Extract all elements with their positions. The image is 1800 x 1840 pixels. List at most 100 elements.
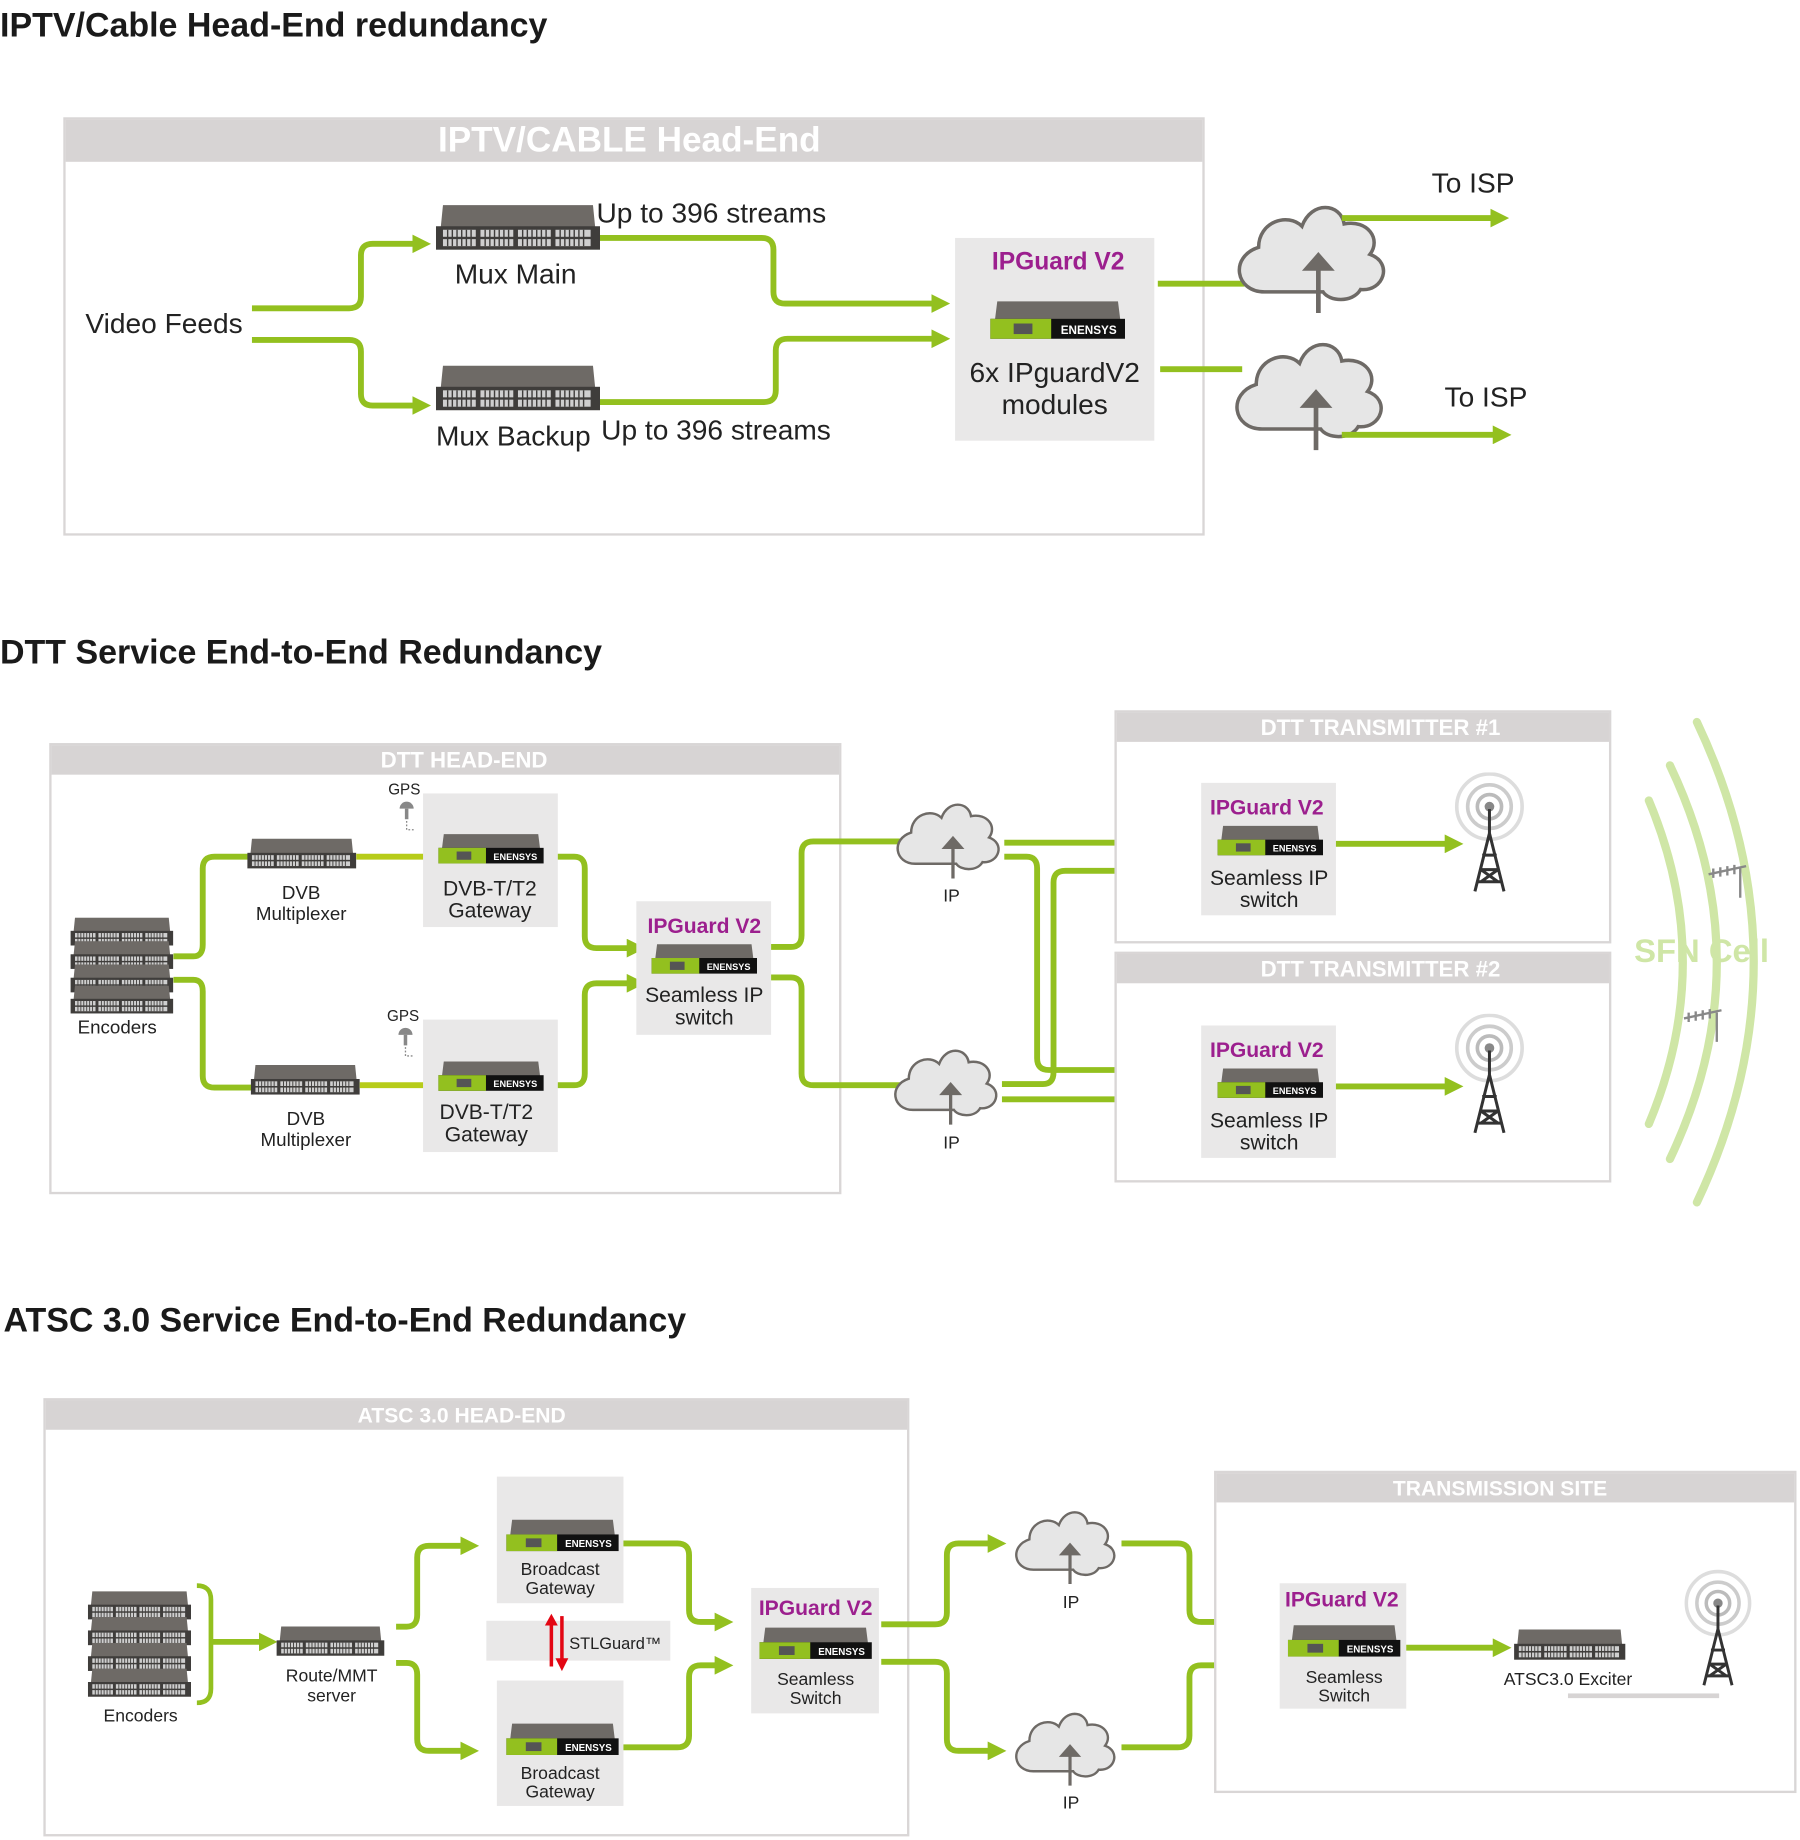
ipguard-modules-line2: modules (1002, 389, 1108, 420)
dtt-ipguard-label-line2: switch (675, 1006, 734, 1029)
ipguard-panel (955, 237, 1155, 441)
tx2-ipguard-label-line1: Seamless IP (1210, 1109, 1328, 1132)
dtt-ipguard-label-line1: Seamless IP (645, 984, 763, 1007)
section-title-dtt: DTT Service End-to-End Redundancy (0, 633, 602, 671)
atsc-headend-header-text: ATSC 3.0 HEAD-END (358, 1405, 566, 1428)
flow-ipguard-to-cloud-2 (881, 1658, 1007, 1761)
dtt-transmitter-1-header (1116, 712, 1609, 742)
cloud-icon (896, 803, 1000, 880)
site-ipguard-title: IPGuard V2 (1285, 1589, 1399, 1612)
iptv-headend-header (65, 119, 1203, 162)
sfn-cell-label: SFN Cell (1634, 932, 1769, 969)
broadcast-gateway-2-label-line2: Gateway (526, 1782, 596, 1802)
site-ipguard-label-line1: Seamless (1306, 1667, 1383, 1687)
tx2-ipguard-label-line2: switch (1240, 1132, 1299, 1155)
ipguard-device-icon (990, 301, 1125, 339)
route-mmt-label-line1: Route/MMT (286, 1666, 378, 1686)
flow-gateway-1-to-ipguard (557, 853, 646, 958)
dtt-transmitter-1-box (1114, 710, 1612, 944)
sfn-cell-waves (1644, 717, 1758, 1207)
flow-gateway-2-to-ipguard (623, 1655, 734, 1751)
flow-cloud-2-to-site (1121, 1655, 1279, 1751)
dvb-mux-2-icon (250, 1064, 360, 1096)
atsc-headend-header (45, 1400, 908, 1430)
encoders-stack-icon (87, 1590, 192, 1698)
broadcast-gateway-2-device-icon (506, 1723, 619, 1755)
mux-main-device-icon (435, 204, 600, 251)
section-title-atsc: ATSC 3.0 Service End-to-End Redundancy (4, 1301, 687, 1339)
atsc-ipguard-title: IPGuard V2 (759, 1597, 873, 1620)
flow-ipguard-to-cloud-2 (771, 974, 900, 1089)
dtt-transmitter-2-box (1114, 951, 1612, 1183)
flow-gateway-1-to-ipguard (623, 1540, 734, 1632)
flow-encoders-to-mux-1 (173, 853, 249, 960)
site-ipguard-label-line2: Switch (1318, 1686, 1370, 1706)
gps-label-1: GPS (388, 782, 420, 799)
cloud-icon (1015, 1511, 1116, 1586)
flow-ipguard-to-cloud-1 (771, 838, 903, 950)
encoders-stack-icon (70, 917, 174, 1014)
dvb-gateway-1-device-icon (438, 834, 544, 864)
tx1-ipguard-label-line2: switch (1240, 889, 1299, 912)
dtt-ipguard-device-icon (651, 944, 758, 974)
flow-gateway-2-to-ipguard (557, 973, 646, 1089)
atsc-ip-label-1: IP (1063, 1592, 1080, 1612)
dvb-mux-1-label-line2: Multiplexer (256, 903, 347, 924)
dtt-transmitter-1-header-text: DTT TRANSMITTER #1 (1261, 715, 1501, 740)
broadcast-gateway-2-label-line1: Broadcast (521, 1763, 600, 1783)
dtt-ipguard-title: IPGuard V2 (647, 915, 761, 938)
encoders-label: Encoders (78, 1017, 157, 1038)
receiving-antenna-icon (1683, 864, 1747, 1042)
broadcast-gateway-1-label-line2: Gateway (526, 1578, 596, 1598)
dvb-gateway-2-label-line1: DVB-T/T2 (439, 1101, 533, 1124)
video-feeds-label: Video Feeds (85, 308, 242, 339)
dvb-mux-2-label-line1: DVB (287, 1108, 326, 1129)
flow-cloud-2-to-tx1 (1001, 861, 1193, 1087)
tx2-ipguard-device-icon (1217, 1068, 1324, 1098)
dvb-mux-2-label-line2: Multiplexer (261, 1129, 352, 1150)
stlguard-panel (486, 1620, 671, 1661)
flow-cloud-1-to-site (1121, 1540, 1279, 1632)
dvb-gateway-1-label-line1: DVB-T/T2 (443, 877, 537, 900)
dtt-transmitter-2-header-text: DTT TRANSMITTER #2 (1261, 956, 1501, 981)
tx1-ipguard-title: IPGuard V2 (1210, 797, 1324, 820)
route-mmt-server-icon (276, 1625, 385, 1657)
atsc-exciter-label: ATSC3.0 Exciter (1504, 1669, 1633, 1689)
route-mmt-label-line2: server (307, 1686, 356, 1706)
exciter-to-tower-link (1567, 1693, 1720, 1699)
cloud-icon (894, 1049, 998, 1126)
flow-ipguard-to-cloud-1 (881, 1534, 1007, 1628)
mux-backup-label: Mux Backup (436, 420, 591, 451)
mux-backup-device-icon (435, 364, 600, 411)
atsc-ipguard-label-line1: Seamless (777, 1669, 854, 1689)
site-ipguard-device-icon (1287, 1625, 1401, 1657)
streams-main-label: Up to 396 streams (596, 198, 826, 229)
streams-backup-label: Up to 396 streams (601, 415, 831, 446)
flow-route-to-gateway-2 (396, 1660, 480, 1761)
transmission-site-header (1216, 1473, 1795, 1503)
atsc-ipguard-device-icon (759, 1627, 872, 1659)
cloud-icon (1015, 1712, 1116, 1787)
dtt-headend-header (51, 745, 840, 775)
dvb-mux-1-label-line1: DVB (282, 882, 321, 903)
flow-mux-main-to-ipguard (600, 235, 951, 313)
ipguard-modules-line1: 6x IPguardV2 (970, 357, 1140, 388)
cloud-icon (1237, 205, 1386, 315)
to-isp-label-2: To ISP (1445, 382, 1528, 413)
flow-encoders-to-mux-2 (173, 976, 252, 1091)
mux-main-label: Mux Main (455, 259, 577, 290)
flow-mux-backup-to-ipguard (600, 329, 951, 405)
gps-label-2: GPS (387, 1008, 419, 1025)
dvb-gateway-1-label-line2: Gateway (448, 900, 532, 923)
flow-route-to-gateway-1 (396, 1536, 480, 1630)
stlguard-label: STLGuard™ (569, 1635, 661, 1653)
flow-feeds-to-mux-main (251, 234, 432, 312)
stlguard-bidirectional-arrow-icon (544, 1613, 569, 1672)
iptv-headend-header-text: IPTV/CABLE Head-End (438, 120, 821, 159)
atsc-ipguard-label-line2: Switch (790, 1688, 842, 1708)
flow-cloud-1-to-tx2 (1004, 853, 1193, 1080)
atsc-encoders-label: Encoders (104, 1706, 178, 1726)
dvb-gateway-2-device-icon (438, 1061, 544, 1091)
dvb-gateway-2-label-line2: Gateway (445, 1123, 529, 1146)
